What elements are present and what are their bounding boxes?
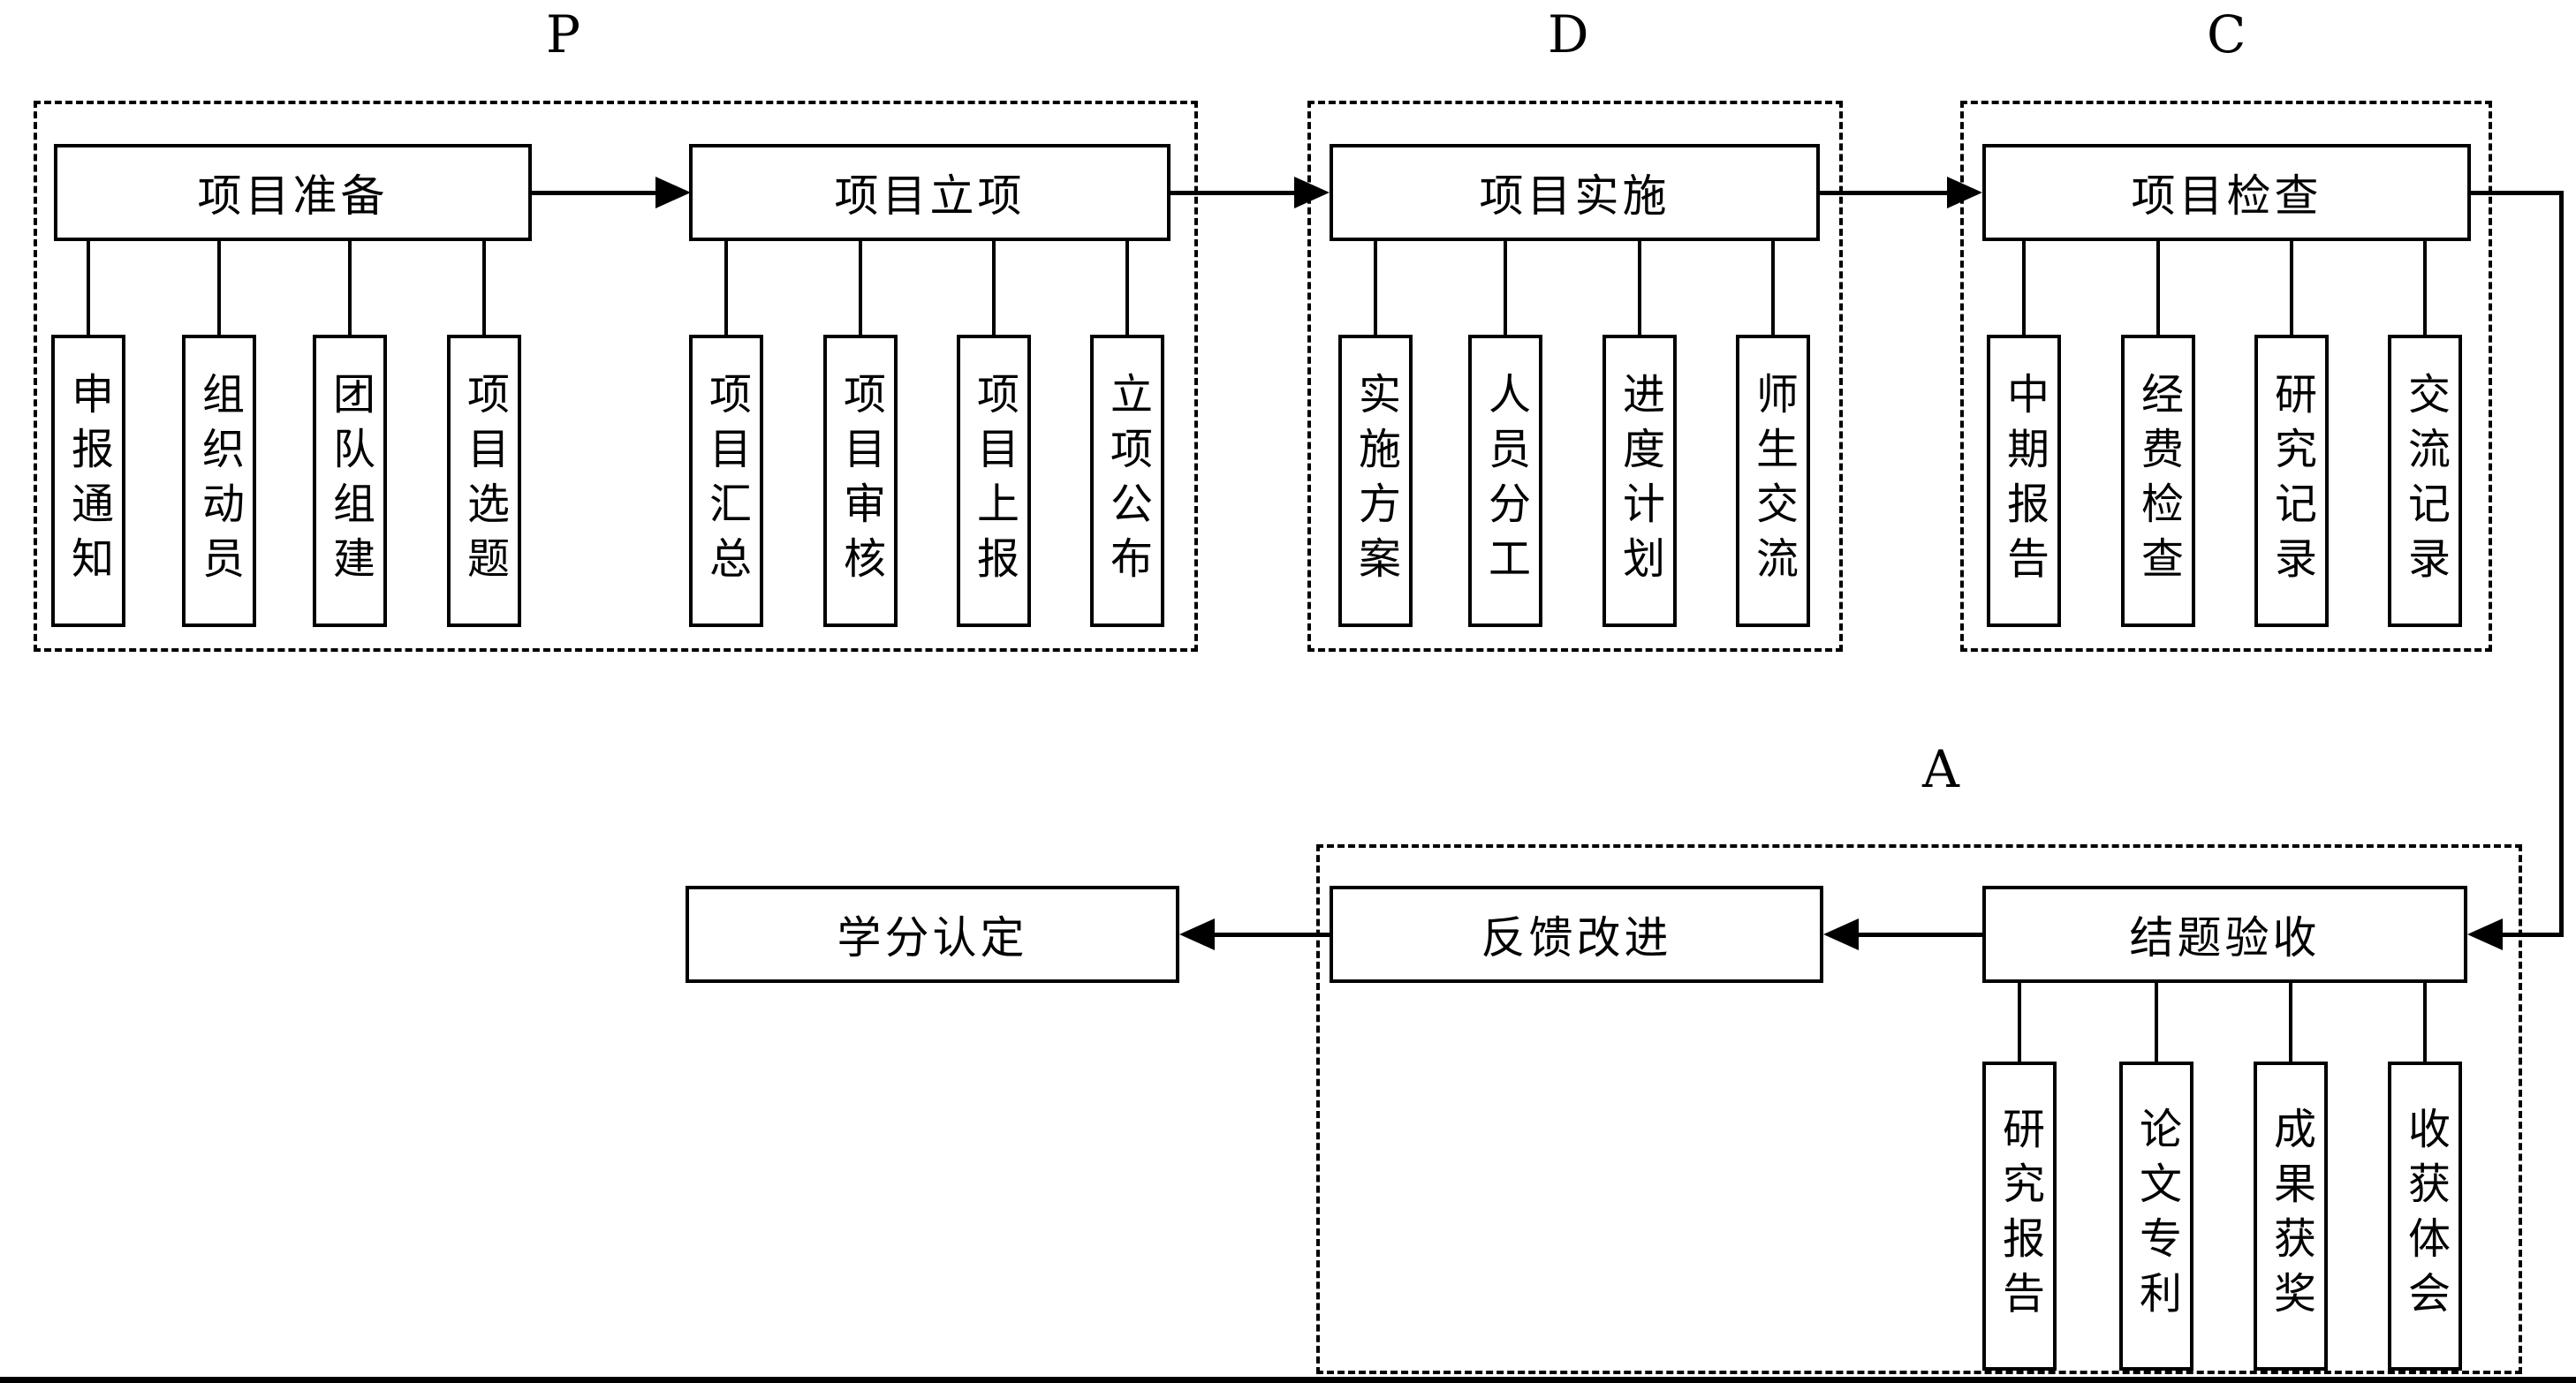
connector-line xyxy=(2289,983,2292,1062)
node-personnel-division: 人员分工 xyxy=(1468,335,1542,627)
connector-line xyxy=(859,241,862,335)
node-research-report: 研究报告 xyxy=(1982,1062,2057,1371)
arrowhead-right-icon xyxy=(1947,177,1982,208)
node-schedule-plan: 进度计划 xyxy=(1602,335,1677,627)
arrowhead-left-icon xyxy=(2467,918,2503,950)
stage-container-c xyxy=(1960,101,2492,652)
connector-line xyxy=(2423,983,2427,1062)
stage-label-d: D xyxy=(1548,4,1589,64)
node-teacher-student-exchange: 师生交流 xyxy=(1736,335,1810,627)
node-project-implementation: 项目实施 xyxy=(1330,144,1820,241)
arrowhead-left-icon xyxy=(1823,918,1859,950)
connector-line xyxy=(2156,241,2160,335)
connector-line xyxy=(482,241,486,335)
node-credit-recognition: 学分认定 xyxy=(686,886,1179,983)
connector-line xyxy=(87,241,90,335)
arrow-inspection-to-acceptance-segment xyxy=(2503,933,2564,937)
node-funding-check: 经费检查 xyxy=(2121,335,2195,627)
node-topic-selection: 项目选题 xyxy=(447,335,521,627)
connector-line xyxy=(2155,983,2158,1062)
arrowhead-right-icon xyxy=(1294,177,1330,208)
connector-line xyxy=(1771,241,1775,335)
node-project-inspection: 项目检查 xyxy=(1982,144,2471,241)
node-papers-patents: 论文专利 xyxy=(2119,1062,2193,1371)
stage-container-p xyxy=(34,101,1198,652)
node-approval-announcement: 立项公布 xyxy=(1090,335,1164,627)
arrow-inspection-to-acceptance-segment xyxy=(2471,191,2564,195)
connector-line xyxy=(1638,241,1641,335)
arrow-implementation-to-inspection xyxy=(1820,191,1947,195)
node-project-review: 项目审核 xyxy=(823,335,898,627)
node-project-summary: 项目汇总 xyxy=(689,335,763,627)
node-achievement-awards: 成果获奖 xyxy=(2254,1062,2328,1371)
connector-line xyxy=(992,241,996,335)
node-exchange-records: 交流记录 xyxy=(2388,335,2462,627)
node-team-formation: 团队组建 xyxy=(313,335,387,627)
stage-label-p: P xyxy=(546,4,581,64)
bottom-border-line xyxy=(0,1377,2576,1383)
arrow-inspection-to-acceptance-segment xyxy=(2559,191,2564,937)
stage-label-c: C xyxy=(2207,4,2246,64)
arrow-feedback-to-credit xyxy=(1215,933,1330,937)
node-midterm-report: 中期报告 xyxy=(1987,335,2061,627)
connector-line xyxy=(217,241,221,335)
node-harvest-reflections: 收获体会 xyxy=(2388,1062,2462,1371)
arrowhead-left-icon xyxy=(1179,918,1215,950)
stage-container-d xyxy=(1307,101,1843,652)
arrow-acceptance-to-feedback xyxy=(1859,933,1982,937)
connector-line xyxy=(1374,241,1377,335)
node-feedback-improvement: 反馈改进 xyxy=(1330,886,1823,983)
node-research-records: 研究记录 xyxy=(2254,335,2329,627)
node-application-notice: 申报通知 xyxy=(51,335,125,627)
connector-line xyxy=(2018,983,2021,1062)
node-project-submission: 项目上报 xyxy=(957,335,1031,627)
stage-label-a: A xyxy=(1922,739,1959,799)
connector-line xyxy=(724,241,728,335)
arrow-approval-to-implementation xyxy=(1171,191,1294,195)
node-implementation-plan: 实施方案 xyxy=(1338,335,1413,627)
node-project-approval: 项目立项 xyxy=(689,144,1171,241)
connector-line xyxy=(2290,241,2293,335)
node-project-preparation: 项目准备 xyxy=(54,144,532,241)
connector-line xyxy=(2423,241,2427,335)
stage-container-a xyxy=(1316,844,2522,1374)
arrowhead-right-icon xyxy=(655,177,691,208)
node-project-acceptance: 结题验收 xyxy=(1982,886,2467,983)
connector-line xyxy=(1504,241,1507,335)
connector-line xyxy=(1125,241,1129,335)
node-organization-mobilization: 组织动员 xyxy=(182,335,256,627)
arrow-preparation-to-approval xyxy=(532,191,655,195)
connector-line xyxy=(2022,241,2026,335)
connector-line xyxy=(348,241,352,335)
